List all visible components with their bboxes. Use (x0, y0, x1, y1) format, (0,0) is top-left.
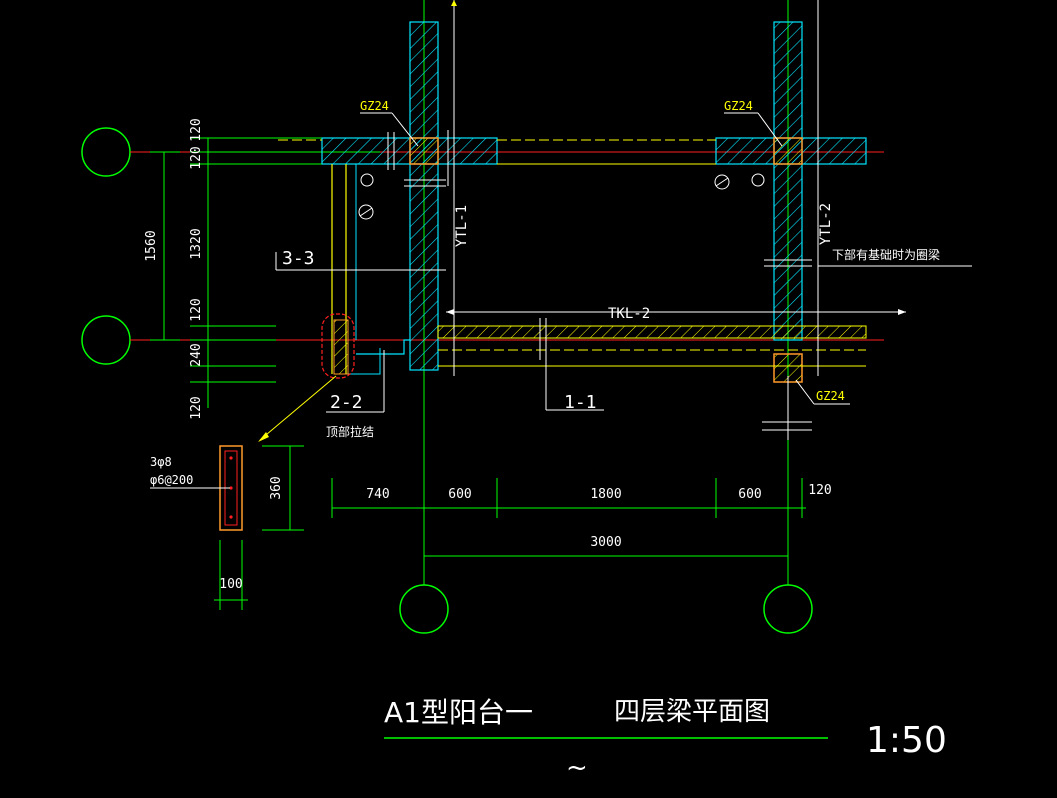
rebar-dot-3 (229, 515, 233, 519)
edge-corner (356, 339, 410, 355)
gz24-label-right: GZ24 (724, 99, 753, 113)
detail-height-label: 360 (269, 476, 284, 499)
top-tie-label: 顶部拉结 (326, 424, 374, 439)
section-33-label: 3-3 (282, 248, 315, 269)
ytl1-label: YTL-1 (454, 205, 470, 247)
top-rebar-markers (387, 132, 812, 440)
axis-bubble-bottom-right (763, 584, 813, 634)
tkl2-arrow-left (446, 309, 454, 315)
rebar-dot-1 (229, 456, 233, 460)
detail-width-label: 100 (219, 577, 242, 592)
gz24-column-right (773, 137, 803, 165)
section-22-label: 2-2 (330, 392, 363, 413)
gz24-label-bottom: GZ24 (816, 389, 845, 403)
axis-bubble-left-top (81, 127, 131, 177)
hole-2 (358, 204, 374, 220)
dim-1320: 1320 (189, 228, 204, 259)
dim-120-a: 120 (189, 118, 204, 141)
bottom-dimension-texts: 740 600 1800 600 120 3000 (366, 483, 831, 550)
hole-3-slash (715, 177, 729, 187)
dim-600-a: 600 (448, 487, 471, 502)
gz24-leader-right-b (757, 112, 783, 147)
hole-2-slash (359, 207, 373, 217)
left-dimension-chain (150, 137, 380, 408)
axis-bubble-bottom-left (399, 584, 449, 634)
ytl1-arrow (451, 0, 457, 6)
hole-4 (751, 173, 765, 187)
detail-leader (259, 375, 337, 441)
note-bottom-foundation: 下部有基础时为圈梁 (832, 247, 940, 262)
gz24-leader-bottom-b (795, 379, 815, 405)
tkl2-beam (437, 325, 867, 339)
bottom-dimension-chain (331, 478, 806, 557)
axis-bubble-left-bottom (81, 315, 131, 365)
left-dimension-texts: 120 120 1560 1320 120 240 120 (144, 118, 204, 419)
dim-740: 740 (366, 487, 389, 502)
hole-3 (714, 174, 730, 190)
gz24-leader-left-b (391, 112, 419, 147)
dim-240: 240 (189, 343, 204, 366)
section-22-member (333, 319, 349, 375)
title-main: A1型阳台一 (384, 696, 533, 729)
dim-120-c: 120 (189, 298, 204, 321)
edge-corner-2 (346, 348, 381, 375)
title-sub: 四层梁平面图 (614, 697, 770, 727)
wall-left (409, 21, 439, 371)
wall-right (773, 21, 803, 341)
title-tilde: ~ (566, 753, 588, 783)
gz24-label-left: GZ24 (360, 99, 389, 113)
dim-120-e: 120 (808, 483, 831, 498)
detail-leader-arrow (258, 432, 269, 442)
tkl2-label: TKL-2 (608, 306, 650, 322)
tkl2-arrow-right (898, 309, 906, 315)
rebar-stirrup-label: φ6@200 (150, 473, 193, 487)
dim-120-d: 120 (189, 396, 204, 419)
hole-1 (360, 173, 374, 187)
section-11-label: 1-1 (564, 392, 597, 413)
dim-1560: 1560 (144, 230, 159, 261)
ytl2-label: YTL-2 (818, 203, 834, 245)
rebar-main-label: 3φ8 (150, 455, 172, 469)
dim-3000: 3000 (590, 535, 621, 550)
section-22-highlight (321, 313, 355, 379)
dim-1800: 1800 (590, 487, 621, 502)
dim-600-b: 600 (738, 487, 761, 502)
title-scale: 1:50 (866, 720, 947, 761)
dim-120-b: 120 (189, 146, 204, 169)
rebar-dot-2 (229, 486, 233, 490)
